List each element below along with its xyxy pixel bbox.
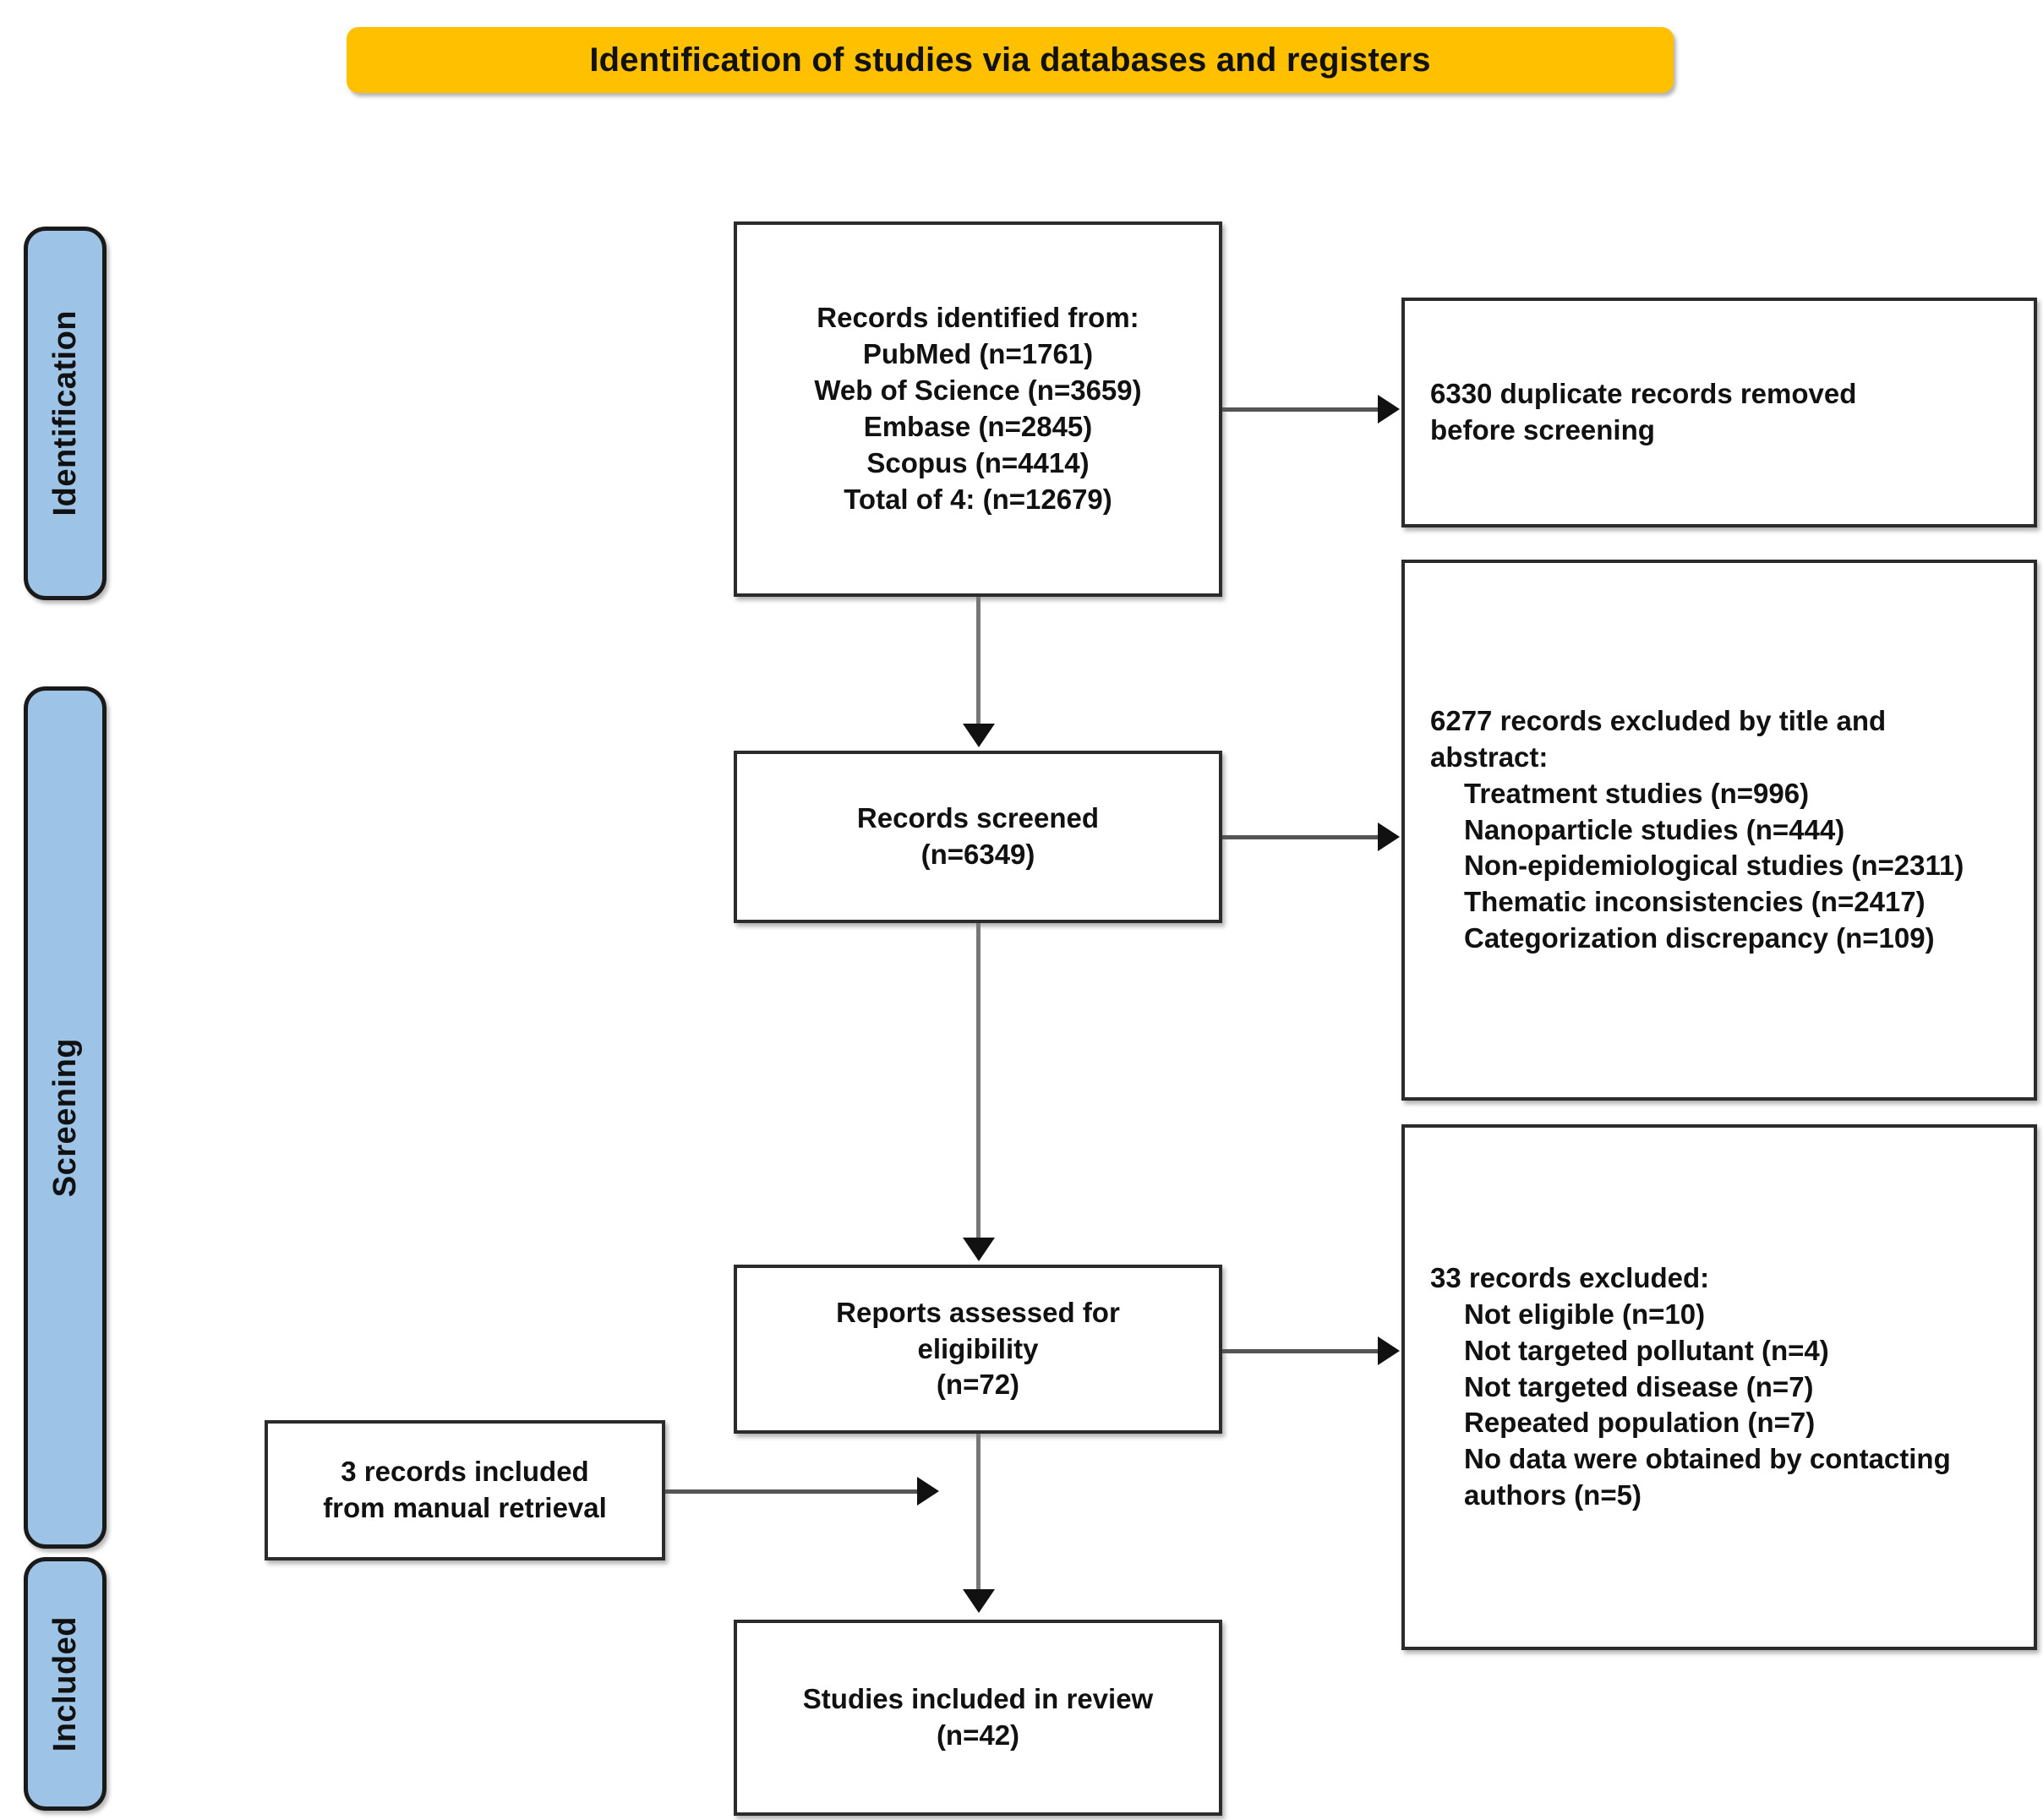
node-duplicates-removed: 6330 duplicate records removed before sc… [1401, 298, 2037, 527]
arrow-right-icon-excluded-full-text [1378, 1336, 1400, 1365]
connector-manual-to-included [665, 1489, 919, 1494]
stage-rail-included: Included [24, 1557, 107, 1811]
arrow-right-icon-excluded-title-abstract [1378, 823, 1400, 851]
stage-label-identification: Identification [46, 310, 83, 516]
connector-screened-to-excluded-title-abstract [1222, 835, 1379, 839]
node-records-screened: Records screened (n=6349) [734, 751, 1222, 923]
banner-title: Identification of studies via databases … [589, 41, 1431, 79]
stage-label-included: Included [46, 1615, 83, 1752]
stage-rail-identification: Identification [24, 227, 107, 600]
connector-identified-to-duplicates [1222, 407, 1379, 412]
node-records-screened-text: Records screened (n=6349) [856, 802, 1100, 870]
node-excluded-full-text: 33 records excluded: Not eligible (n=10) … [1401, 1124, 2037, 1650]
node-manual-retrieval: 3 records included from manual retrieval [265, 1420, 665, 1560]
connector-eligibility-to-included [976, 1434, 981, 1591]
connector-screened-to-eligibility [976, 923, 981, 1239]
node-reports-assessed-eligibility-text: Reports assessed for eligibility (n=72) [836, 1296, 1120, 1401]
arrow-down-icon-screened [963, 724, 995, 747]
node-studies-included-text: Studies included in review (n=42) [802, 1683, 1154, 1751]
arrow-right-icon-duplicates [1378, 395, 1400, 424]
node-excluded-title-abstract-block: 6277 records excluded by title and abstr… [1405, 703, 1975, 957]
node-studies-included: Studies included in review (n=42) [734, 1620, 1222, 1816]
arrow-down-icon-included [963, 1589, 995, 1613]
node-duplicates-removed-text: 6330 duplicate records removed before sc… [1430, 378, 1857, 445]
stage-label-screening: Screening [46, 1037, 83, 1198]
node-excluded-title-abstract: 6277 records excluded by title and abstr… [1401, 560, 2037, 1101]
node-manual-retrieval-text: 3 records included from manual retrieval [323, 1456, 607, 1523]
node-records-identified-text: Records identified from: PubMed (n=1761)… [814, 302, 1142, 515]
connector-eligibility-to-excluded-full-text [1222, 1349, 1379, 1353]
node-excluded-full-text-items: Not eligible (n=10) Not targeted polluta… [1464, 1298, 1951, 1511]
node-excluded-title-abstract-items: Treatment studies (n=996) Nanoparticle s… [1464, 777, 1964, 954]
stage-rail-screening: Screening [24, 686, 107, 1549]
diagram-header-banner: Identification of studies via databases … [347, 27, 1674, 93]
node-excluded-full-text-heading: 33 records excluded: [1430, 1261, 1710, 1293]
node-excluded-title-abstract-heading: 6277 records excluded by title and abstr… [1430, 704, 1887, 773]
arrow-right-icon-manual-included [917, 1477, 939, 1506]
arrow-down-icon-eligibility [963, 1238, 995, 1261]
node-reports-assessed-eligibility: Reports assessed for eligibility (n=72) [734, 1265, 1222, 1434]
node-records-identified: Records identified from: PubMed (n=1761)… [734, 221, 1222, 597]
node-excluded-full-text-block: 33 records excluded: Not eligible (n=10) … [1405, 1260, 1963, 1514]
connector-identified-to-screened [976, 597, 981, 725]
